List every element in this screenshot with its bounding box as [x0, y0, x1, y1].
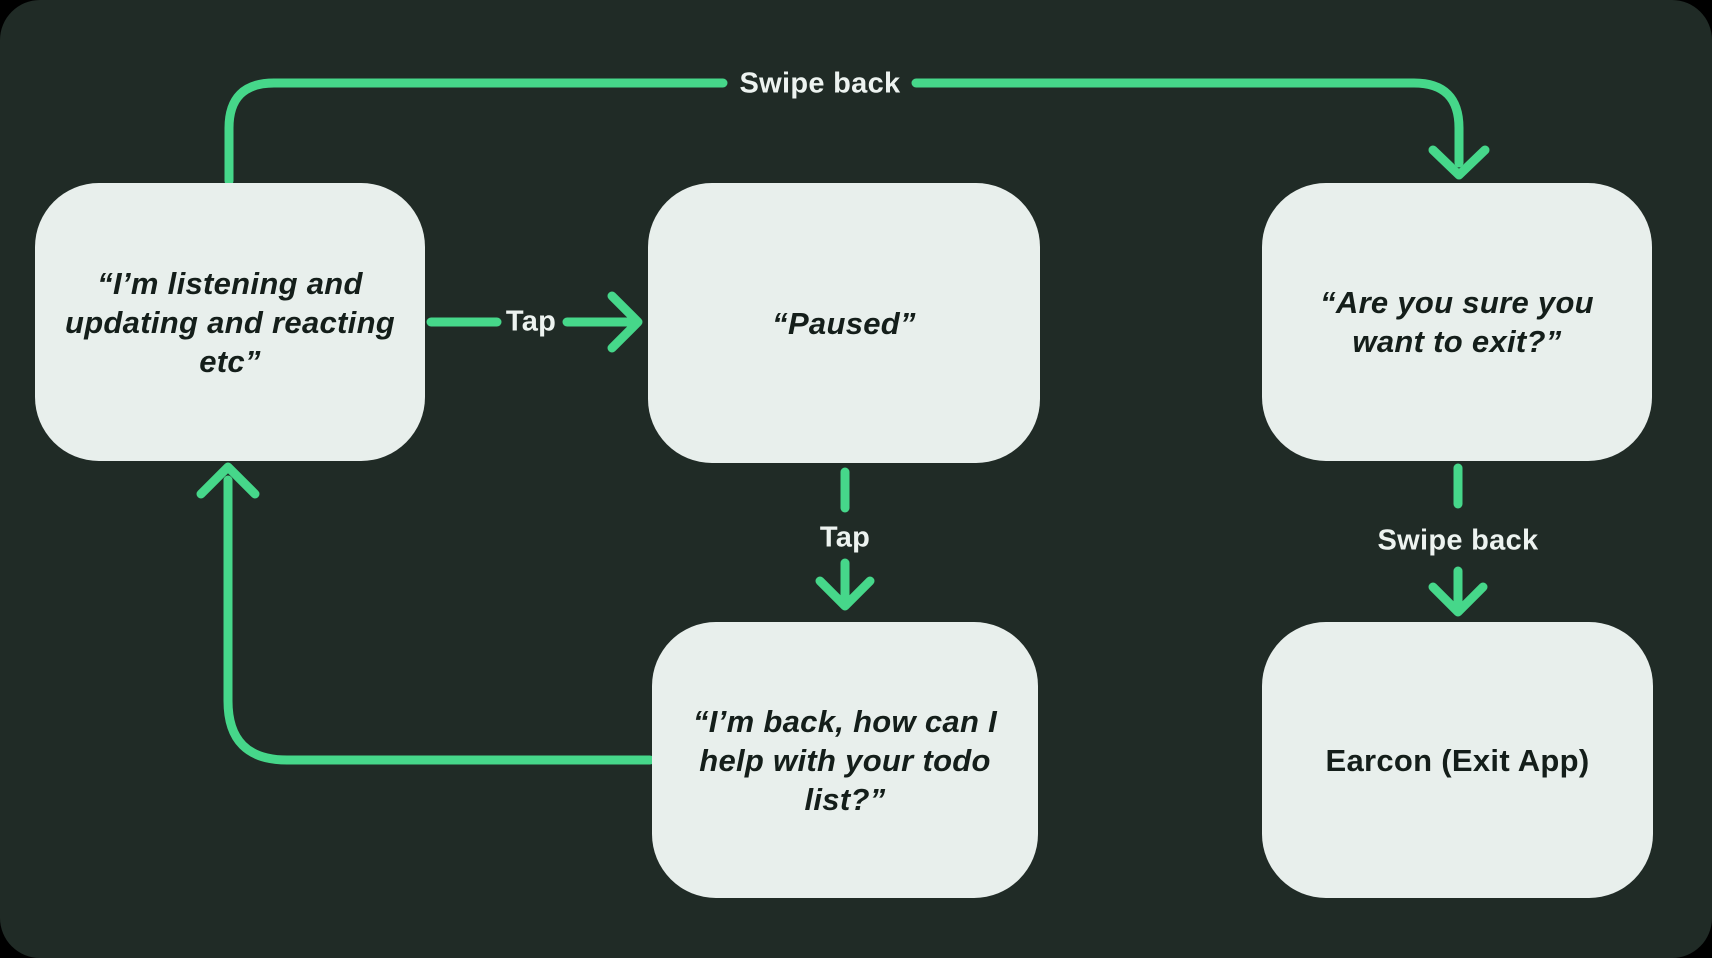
- node-earcon-text: Earcon (Exit App): [1325, 742, 1590, 778]
- edge-swipe-back-top-segment-left: [224, 78, 728, 186]
- node-earcon-exit-app: Earcon (Exit App): [1262, 622, 1653, 898]
- node-back-state: “I’m back, how can I help with your todo…: [652, 622, 1038, 898]
- edge-label-swipe-back-right: Swipe back: [1377, 524, 1539, 557]
- edge-loop-back-arrowhead: [196, 462, 260, 499]
- edge-swipe-back-top-segment-right: [911, 78, 1464, 168]
- node-paused-text: “Paused”: [772, 305, 916, 341]
- node-listening-text: “I’m listening and updating and reacting…: [64, 265, 396, 379]
- node-paused-state: “Paused”: [648, 183, 1040, 463]
- edge-swipe-back-right-arrowhead: [1428, 582, 1488, 617]
- node-confirm-exit-state: “Are you sure you want to exit?”: [1262, 183, 1652, 461]
- edge-loop-back-line: [223, 475, 655, 765]
- node-listening-state: “I’m listening and updating and reacting…: [35, 183, 425, 461]
- edge-label-tap-horizontal: Tap: [505, 305, 557, 338]
- edge-label-swipe-back-top: Swipe back: [739, 67, 901, 100]
- node-back-text: “I’m back, how can I help with your todo…: [692, 703, 998, 817]
- edge-tap-horizontal-arrowhead: [607, 291, 643, 353]
- edge-label-tap-vertical: Tap: [819, 521, 871, 554]
- edge-tap-vertical-arrowhead: [815, 576, 875, 611]
- edge-swipe-back-top-arrowhead: [1428, 145, 1490, 180]
- node-confirm-exit-text: “Are you sure you want to exit?”: [1320, 285, 1594, 359]
